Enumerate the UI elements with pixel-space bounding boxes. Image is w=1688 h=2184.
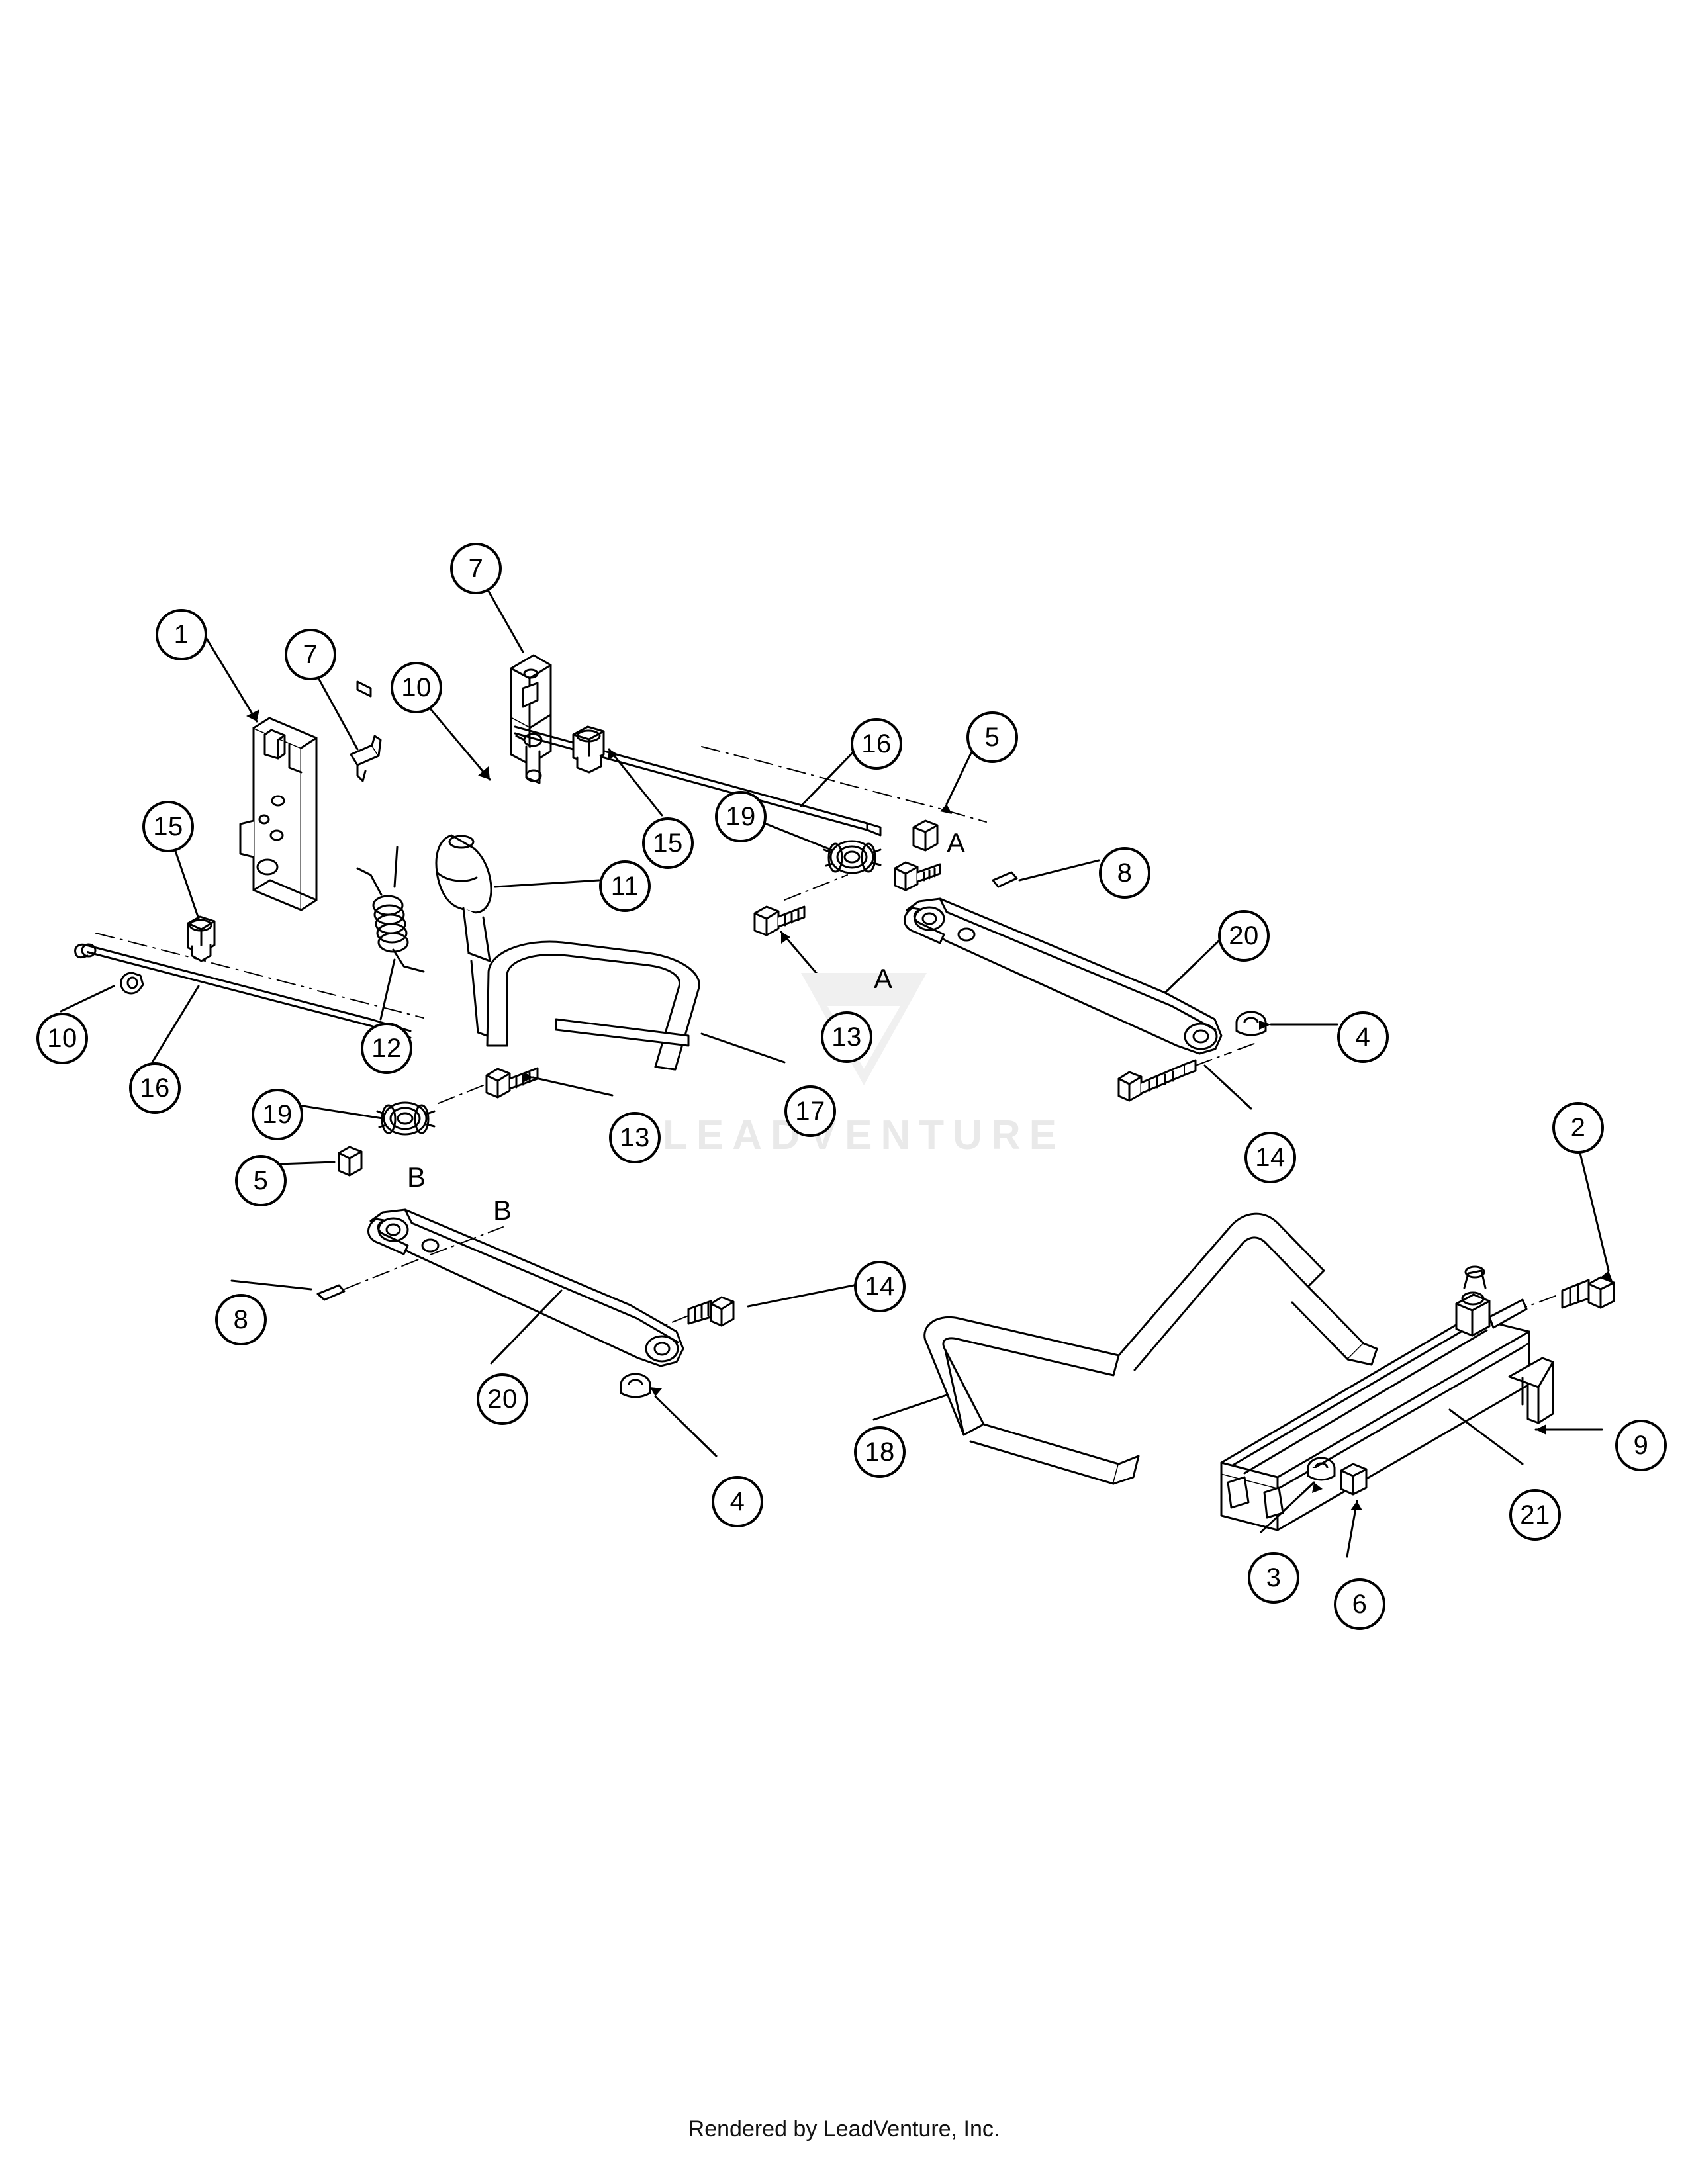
callout-18[interactable]: 18 bbox=[854, 1426, 906, 1478]
callout-15a[interactable]: 15 bbox=[142, 801, 194, 852]
callout-16b[interactable]: 16 bbox=[129, 1062, 181, 1114]
section-letter-A-right: A bbox=[947, 827, 966, 858]
callout-1[interactable]: 1 bbox=[156, 609, 207, 660]
callout-2[interactable]: 2 bbox=[1552, 1102, 1604, 1154]
callout-16a[interactable]: 16 bbox=[851, 718, 902, 770]
callout-9[interactable]: 9 bbox=[1615, 1420, 1667, 1471]
callout-7a[interactable]: 7 bbox=[285, 629, 336, 680]
section-letter-B-left: B bbox=[493, 1195, 512, 1226]
callout-10a[interactable]: 10 bbox=[391, 662, 442, 713]
footer-credit: Rendered by LeadVenture, Inc. bbox=[688, 2116, 1000, 2142]
callout-10b[interactable]: 10 bbox=[36, 1013, 88, 1064]
callout-11[interactable]: 11 bbox=[599, 860, 651, 912]
callout-20b[interactable]: 20 bbox=[477, 1373, 528, 1425]
section-letter-B-right: B bbox=[407, 1161, 426, 1193]
callout-4b[interactable]: 4 bbox=[712, 1476, 763, 1527]
section-letter-A-left: A bbox=[874, 963, 893, 994]
callout-14a[interactable]: 14 bbox=[1244, 1132, 1296, 1183]
callout-5b[interactable]: 5 bbox=[235, 1155, 287, 1206]
callout-13a[interactable]: 13 bbox=[821, 1011, 872, 1063]
callout-4a[interactable]: 4 bbox=[1337, 1011, 1389, 1063]
callout-8b[interactable]: 8 bbox=[215, 1294, 267, 1345]
callout-7b[interactable]: 7 bbox=[450, 543, 502, 594]
callout-12[interactable]: 12 bbox=[361, 1023, 412, 1074]
callout-6[interactable]: 6 bbox=[1334, 1578, 1385, 1630]
callout-17[interactable]: 17 bbox=[784, 1085, 836, 1137]
callout-5a[interactable]: 5 bbox=[966, 711, 1018, 763]
callout-13b[interactable]: 13 bbox=[609, 1112, 661, 1163]
callout-8a[interactable]: 8 bbox=[1099, 847, 1150, 899]
callout-19b[interactable]: 19 bbox=[252, 1089, 303, 1140]
callout-3[interactable]: 3 bbox=[1248, 1552, 1299, 1604]
callout-14b[interactable]: 14 bbox=[854, 1261, 906, 1312]
callout-19a[interactable]: 19 bbox=[715, 791, 767, 842]
callout-15b[interactable]: 15 bbox=[642, 817, 694, 869]
callout-20a[interactable]: 20 bbox=[1218, 910, 1270, 962]
callout-21[interactable]: 21 bbox=[1509, 1489, 1561, 1541]
